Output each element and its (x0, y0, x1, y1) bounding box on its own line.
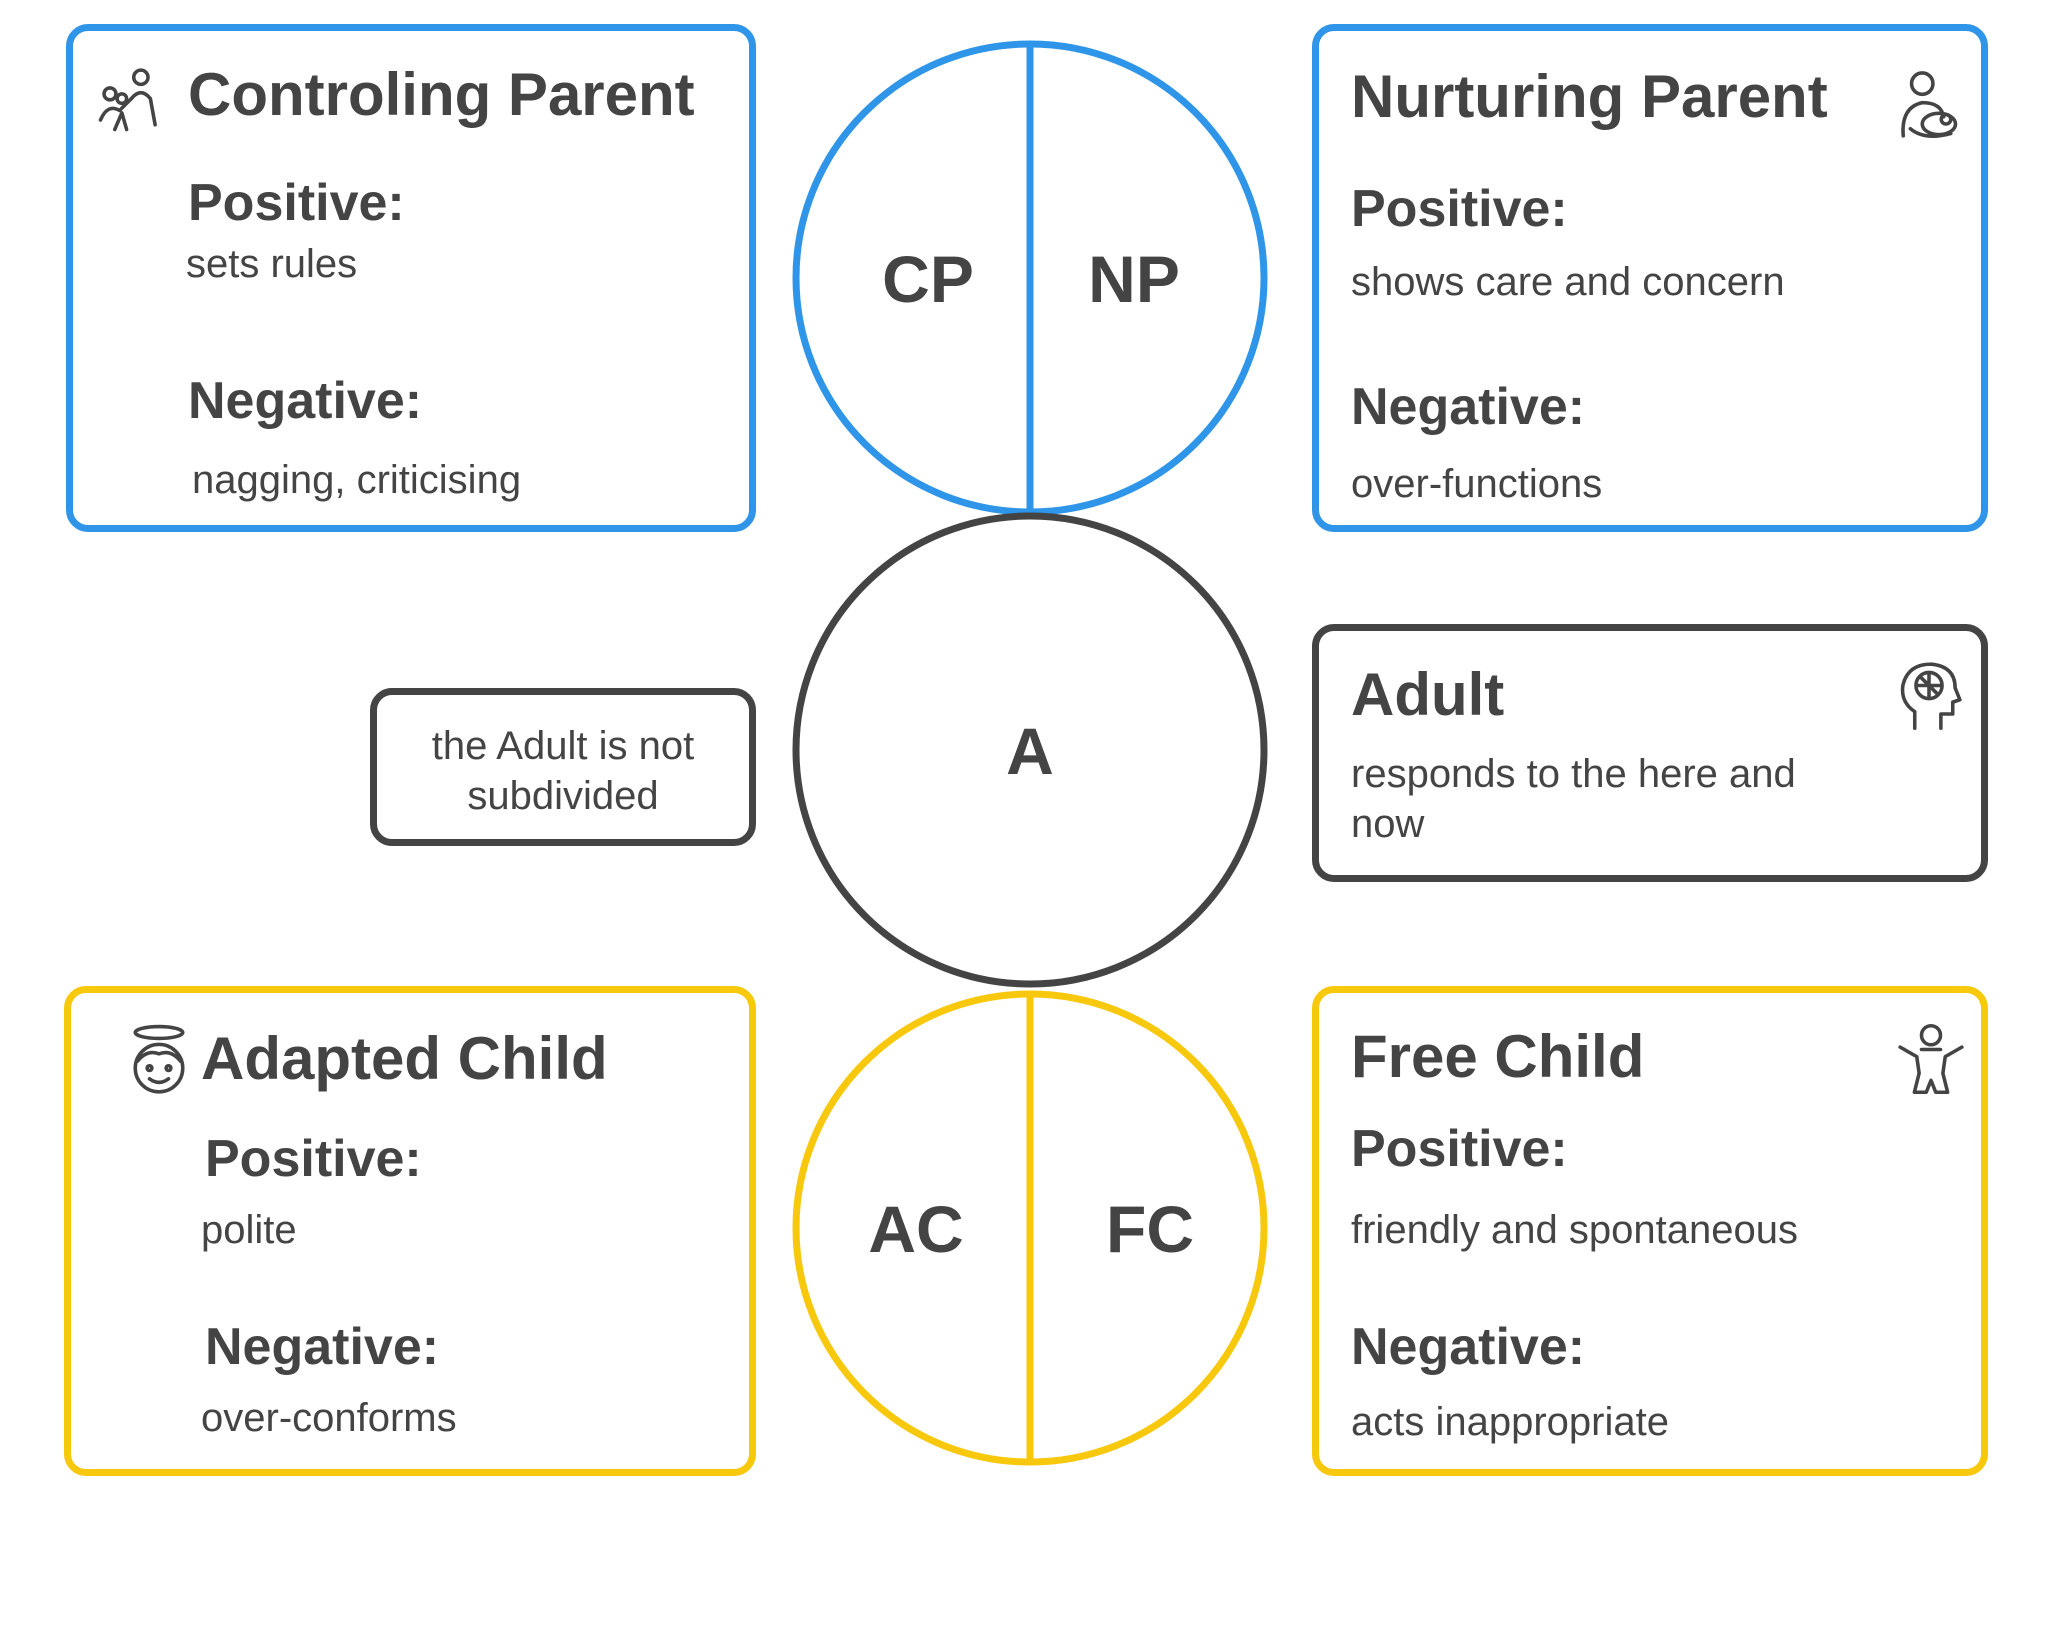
child-circle: AC FC (792, 990, 1268, 1466)
head-brain-icon (1891, 657, 1967, 733)
ac-label: AC (868, 1192, 963, 1266)
free-child-title: Free Child (1351, 1023, 1645, 1090)
adapted-child-positive-text: polite (201, 1208, 297, 1252)
adapted-child-negative-label: Negative: (205, 1318, 440, 1376)
adult-text-line1: responds to the here and (1351, 752, 1796, 796)
a-label: A (1006, 714, 1054, 788)
adult-title: Adult (1351, 661, 1505, 728)
adult-circle: A (792, 512, 1268, 988)
adapted-child-card: Adapted Child Positive: polite Negative:… (64, 986, 756, 1476)
adult-text-line2: now (1351, 802, 1425, 846)
fc-label: FC (1106, 1192, 1194, 1266)
angel-face-icon (121, 1023, 197, 1099)
controlling-parent-negative-text: nagging, criticising (192, 458, 522, 502)
parent-child-icon (91, 63, 167, 139)
adult-note-line2: subdivided (467, 774, 659, 818)
free-child-negative-label: Negative: (1351, 1318, 1586, 1376)
nurturing-parent-negative-label: Negative: (1351, 378, 1586, 436)
controlling-parent-positive-label: Positive: (188, 174, 405, 232)
nurturing-parent-positive-text: shows care and concern (1351, 260, 1785, 304)
adapted-child-title: Adapted Child (201, 1025, 608, 1092)
adapted-child-negative-text: over-conforms (201, 1396, 457, 1440)
adult-note-card: the Adult is not subdivided (370, 688, 756, 846)
nurturing-parent-card: Nurturing Parent Positive: shows care an… (1312, 24, 1988, 532)
controlling-parent-negative-label: Negative: (188, 372, 423, 430)
controlling-parent-card: Controling Parent Positive: sets rules N… (66, 24, 756, 532)
free-child-negative-text: acts inappropriate (1351, 1400, 1669, 1444)
nurturing-parent-title: Nurturing Parent (1351, 63, 1828, 130)
nurturing-parent-positive-label: Positive: (1351, 180, 1568, 238)
nurturing-parent-negative-text: over-functions (1351, 462, 1603, 506)
free-child-positive-label: Positive: (1351, 1120, 1568, 1178)
controlling-parent-title: Controling Parent (188, 61, 695, 128)
adapted-child-positive-label: Positive: (205, 1130, 422, 1188)
cp-label: CP (882, 242, 974, 316)
adult-card: Adult responds to the here and now (1312, 624, 1988, 882)
parent-circle: CP NP (792, 40, 1268, 516)
happy-child-icon (1893, 1021, 1969, 1097)
adult-note-line1: the Adult is not (431, 724, 695, 768)
free-child-positive-text: friendly and spontaneous (1351, 1208, 1798, 1252)
caregiver-baby-icon (1889, 67, 1965, 143)
np-label: NP (1088, 242, 1180, 316)
controlling-parent-positive-text: sets rules (186, 242, 358, 286)
free-child-card: Free Child Positive: friendly and sponta… (1312, 986, 1988, 1476)
